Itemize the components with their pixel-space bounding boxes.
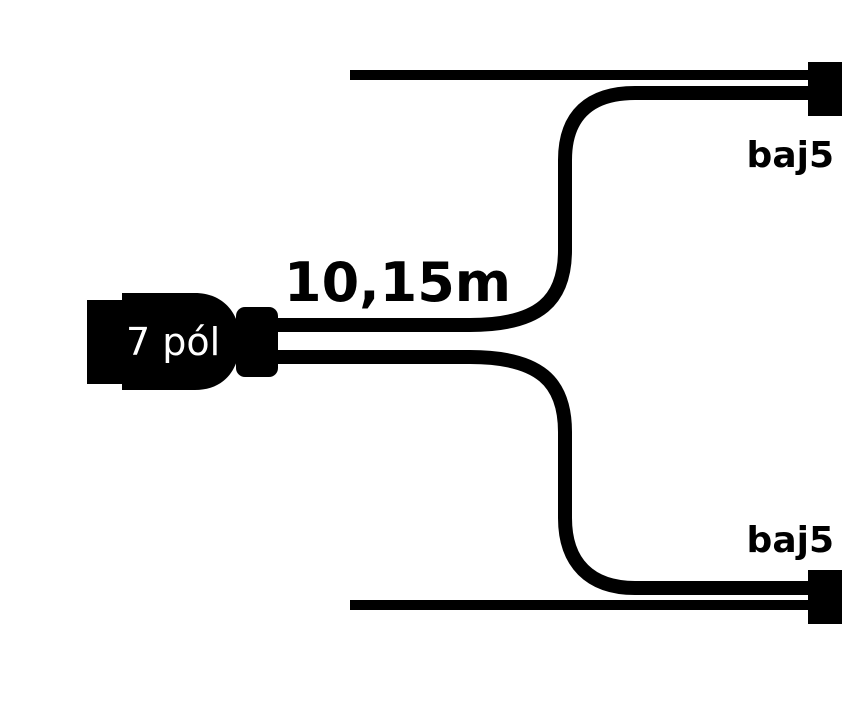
seven-pin-plug: 7 pól (87, 293, 278, 390)
connector-label: 7 pól (126, 320, 220, 364)
lower-end-terminal: baj5 (747, 520, 842, 624)
upper-end-label: baj5 (747, 135, 834, 176)
plug-strain-relief (236, 307, 278, 377)
plug-pin-housing (87, 300, 127, 384)
cable-length-label: 10,15m (284, 251, 511, 314)
lower-end-bulb-socket (808, 570, 842, 624)
lower-end-label: baj5 (747, 520, 834, 561)
upper-end-terminal: baj5 (747, 62, 842, 176)
lower-cable-branch (270, 350, 810, 595)
upper-end-bulb-socket (808, 62, 842, 116)
plug-body (122, 293, 240, 390)
upper-cable-branch (270, 86, 810, 332)
